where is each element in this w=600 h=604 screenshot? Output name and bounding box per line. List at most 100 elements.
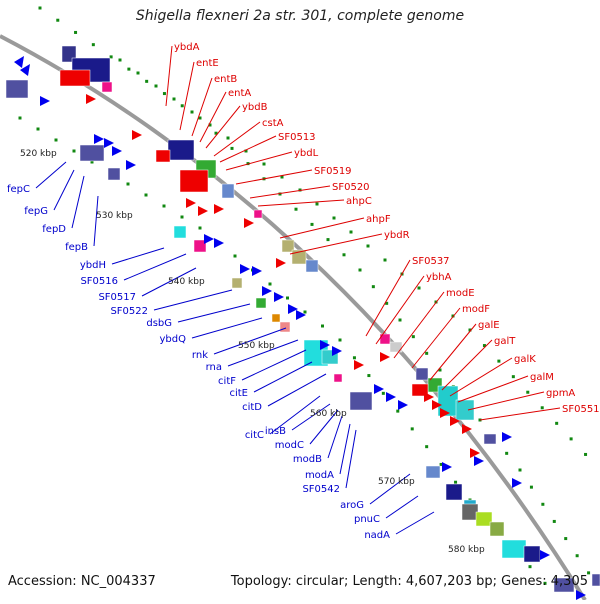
feature-block: [281, 239, 295, 253]
strand-arrow: [244, 218, 254, 228]
tick-mark: [262, 162, 266, 166]
tick-mark: [198, 226, 202, 230]
gene-label-citc: citC: [245, 430, 264, 441]
gene-label-csta: cstA: [262, 118, 284, 129]
tick-mark: [385, 301, 389, 305]
leader-line: [429, 323, 477, 381]
gene-label-galt: galT: [494, 336, 516, 347]
map-title: Shigella flexneri 2a str. 301, complete …: [135, 8, 465, 24]
feature-block: [179, 169, 209, 193]
tick-mark: [425, 445, 429, 449]
tick-mark: [569, 437, 573, 441]
leader-line: [365, 259, 411, 337]
leader-line: [375, 275, 425, 345]
tick-mark: [396, 409, 400, 413]
strand-arrow: [240, 264, 250, 274]
gene-label-modb: modB: [293, 454, 322, 465]
tick-mark: [154, 84, 158, 88]
leader-line: [225, 151, 293, 171]
gene-label-ybda: ybdA: [174, 42, 200, 53]
tick-mark: [118, 58, 122, 62]
leader-line: [441, 339, 493, 391]
gene-label-insb: insB: [265, 426, 286, 437]
feature-block: [305, 259, 319, 273]
leader-line: [249, 185, 331, 199]
leader-line: [177, 303, 251, 323]
gene-label-sf0520: SF0520: [332, 182, 370, 193]
kbp-label: 570 kbp: [378, 477, 415, 487]
tick-mark: [280, 175, 284, 179]
leader-line: [345, 429, 357, 489]
tick-mark: [136, 71, 140, 75]
gene-label-galk: galK: [514, 354, 536, 365]
feature-block: [107, 167, 121, 181]
tick-mark: [468, 328, 472, 332]
feature-block: [155, 149, 171, 163]
tick-mark: [208, 123, 212, 127]
tick-mark: [38, 6, 42, 10]
tick-mark: [543, 581, 547, 585]
tick-mark: [294, 207, 298, 211]
topology-text: Topology: circular; Length: 4,607,203 bp…: [230, 574, 588, 589]
leader-line: [111, 247, 165, 265]
tick-mark: [482, 344, 486, 348]
gene-label-ybdl: ybdL: [294, 148, 319, 159]
tick-mark: [584, 452, 588, 456]
gene-label-rna: rna: [206, 362, 222, 373]
kbp-label: 540 kbp: [168, 277, 205, 287]
tick-mark: [180, 215, 184, 219]
tick-mark: [190, 110, 194, 114]
tick-mark: [74, 30, 78, 34]
tick-mark: [214, 131, 218, 135]
gene-label-ybha: ybhA: [426, 272, 452, 283]
tick-mark: [552, 519, 556, 523]
feature-block: [255, 297, 267, 309]
leader-line: [289, 233, 383, 255]
gene-label-ente: entE: [196, 58, 219, 69]
feature-block: [591, 573, 600, 587]
feature-block: [193, 239, 207, 253]
leader-line: [395, 511, 435, 535]
tick-mark: [172, 97, 176, 101]
tick-mark: [529, 485, 533, 489]
tick-mark: [127, 67, 131, 71]
strand-arrow: [380, 352, 390, 362]
label-leader-layer: [35, 45, 561, 535]
feature-block: [167, 139, 195, 161]
feature-block: [173, 225, 187, 239]
tick-mark: [540, 406, 544, 410]
gene-label-ybdq: ybdQ: [160, 334, 187, 345]
strand-arrow: [252, 266, 262, 276]
kbp-label: 560 kbp: [310, 409, 347, 419]
tick-mark: [526, 390, 530, 394]
leader-line: [205, 105, 241, 149]
tick-mark: [555, 421, 559, 425]
tick-mark: [54, 138, 58, 142]
strand-arrow: [40, 96, 50, 106]
gene-label-entb: entB: [214, 74, 237, 85]
gene-label-ybdb: ybdB: [242, 102, 268, 113]
feature-block: [333, 373, 343, 383]
leader-line: [327, 415, 343, 459]
leader-line: [291, 403, 331, 431]
feature-block: [553, 577, 575, 593]
feature-block: [445, 483, 463, 501]
tick-mark: [162, 204, 166, 208]
gene-label-mode: modE: [446, 288, 475, 299]
feature-block: [271, 313, 281, 323]
gene-label-fepc: fepC: [7, 184, 30, 195]
leader-line: [279, 217, 365, 239]
leader-line: [457, 375, 529, 403]
tick-mark: [381, 391, 385, 395]
feature-block: [475, 511, 493, 527]
gene-label-rnk: rnk: [192, 350, 208, 361]
strand-arrow: [262, 286, 272, 296]
strand-arrow: [332, 346, 342, 356]
gene-label-layer: ybdAentEentBentAybdBcstASF0513ybdLSF0519…: [7, 42, 600, 541]
leader-line: [227, 339, 299, 367]
feature-block: [5, 79, 29, 99]
tick-mark: [541, 502, 545, 506]
tick-mark: [91, 43, 95, 47]
strand-arrow: [386, 392, 396, 402]
